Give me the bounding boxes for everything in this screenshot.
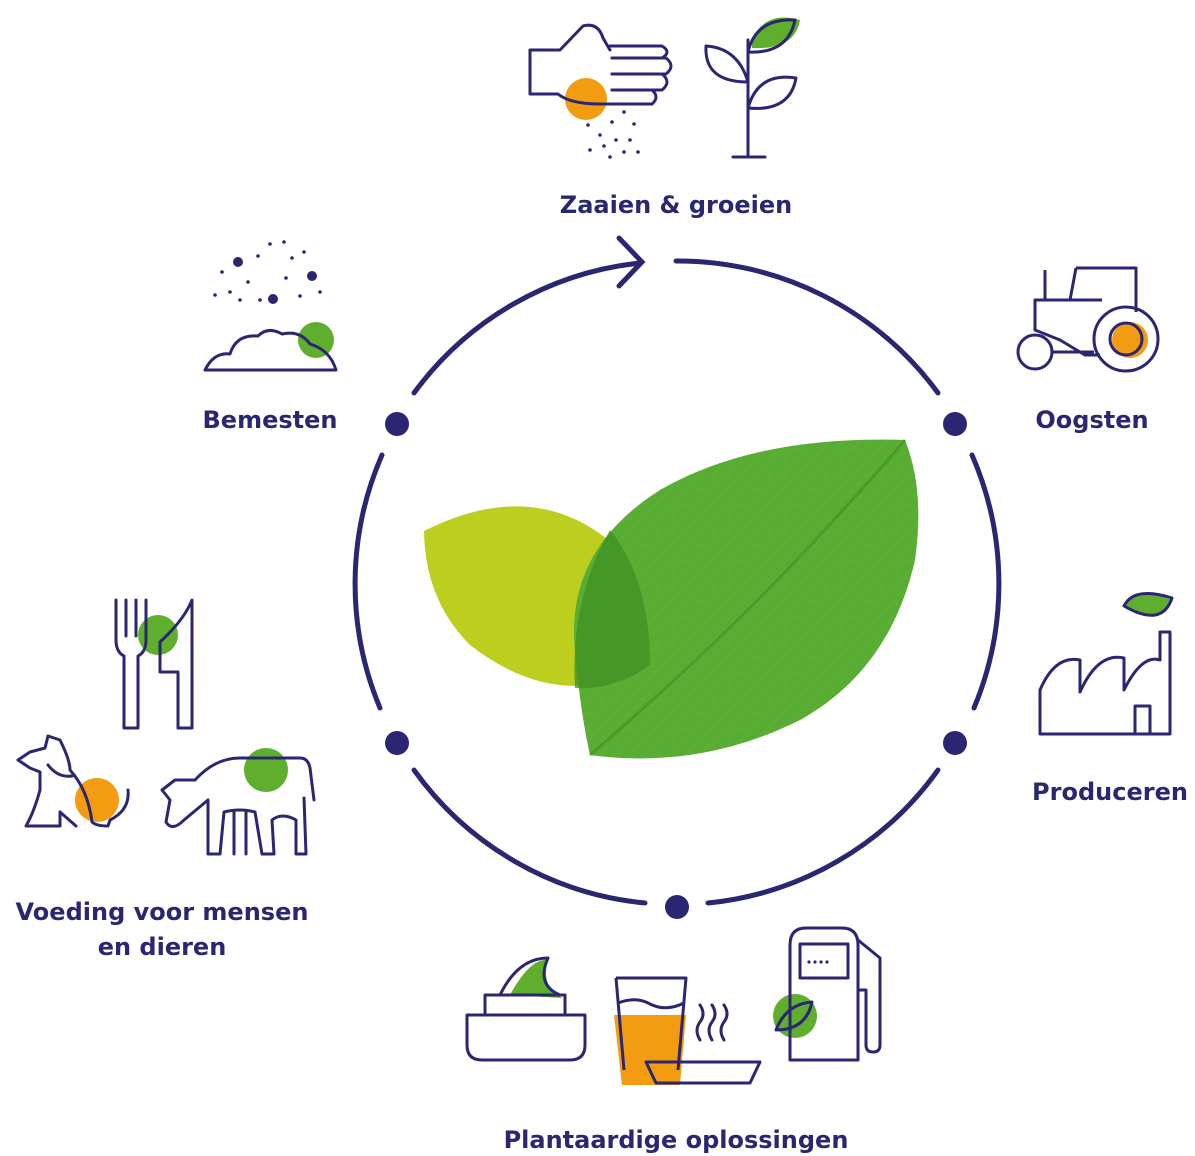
- node-produce: [943, 731, 967, 755]
- label-bemesten: Bemesten: [203, 406, 338, 434]
- ring-arc-right: [969, 452, 1002, 711]
- label-zaaien: Zaaien & groeien: [560, 191, 792, 219]
- center-leaves-illustration: [424, 439, 919, 759]
- cycle-nodes: [385, 412, 967, 919]
- label-voeding-line2: en dieren: [98, 933, 227, 961]
- seed-sowing-hand-icon: [528, 23, 673, 159]
- factory-icon: [1038, 592, 1174, 736]
- label-produceren: Produceren: [1032, 778, 1188, 806]
- cycle-ring: [352, 235, 1002, 906]
- tractor-icon: [1016, 266, 1160, 373]
- drink-glass-icon: [614, 976, 688, 1085]
- label-plantaardige: Plantaardige oplossingen: [504, 1126, 849, 1154]
- node-solutions: [665, 895, 689, 919]
- node-fertilize: [385, 412, 409, 436]
- node-harvest: [943, 412, 967, 436]
- ring-arc-bottom-left: [411, 767, 648, 906]
- node-food: [385, 731, 409, 755]
- fertilizer-pile-icon: [203, 240, 338, 372]
- cycle-arrow-head: [616, 235, 646, 289]
- large-leaf-texture: [574, 439, 919, 759]
- cow-icon: [160, 748, 316, 856]
- ring-arc-top-right: [673, 258, 941, 396]
- ring-arc-bottom-right: [705, 767, 941, 906]
- label-voeding-line1: Voeding voor mensen: [16, 898, 309, 926]
- dog-icon: [16, 734, 130, 828]
- food-bowl-icon: [644, 1003, 762, 1085]
- fuel-pump-icon: [773, 926, 882, 1062]
- ring-arc-top-left: [411, 260, 643, 396]
- label-oogsten: Oogsten: [1035, 406, 1148, 434]
- cutlery-icon: [114, 598, 194, 730]
- ring-arc-left: [352, 452, 385, 711]
- cream-jar-icon: [465, 956, 587, 1062]
- seedling-icon: [704, 17, 800, 159]
- leaf-midrib: [589, 439, 907, 757]
